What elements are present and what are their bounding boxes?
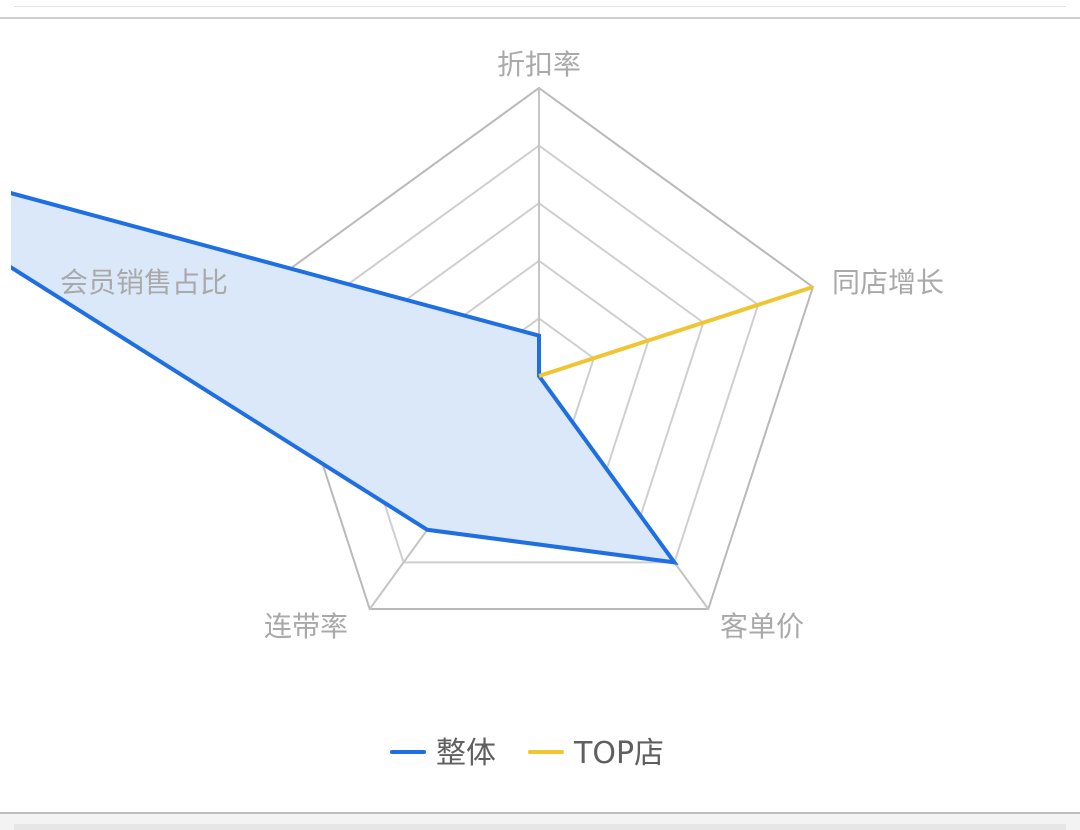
axis-label-0: 折扣率: [497, 48, 581, 81]
bottom-strip: [0, 814, 1080, 830]
chart-legend[interactable]: 整体 TOP店: [390, 736, 664, 771]
radar-series: [11, 191, 814, 565]
series-1-polygon: [538, 285, 814, 378]
legend-item-1[interactable]: TOP店: [528, 736, 664, 771]
series-0-polygon: [11, 191, 679, 565]
legend-label-1: TOP店: [573, 736, 664, 771]
axis-label-1: 同店增长: [832, 266, 944, 299]
bottom-strip-inner: [14, 824, 1066, 830]
legend-item-0[interactable]: 整体: [390, 736, 496, 771]
axis-label-2: 客单价: [720, 610, 804, 643]
series-clip-group: [11, 191, 814, 565]
legend-label-0: 整体: [436, 736, 496, 771]
axis-label-3: 连带率: [264, 610, 348, 643]
top-strip-inner: [14, 0, 1066, 7]
grid-ring-4: [318, 144, 760, 564]
axis-label-4: 会员销售占比: [60, 266, 228, 299]
top-strip: [0, 0, 1080, 17]
grid-ring-5: [263, 86, 815, 610]
